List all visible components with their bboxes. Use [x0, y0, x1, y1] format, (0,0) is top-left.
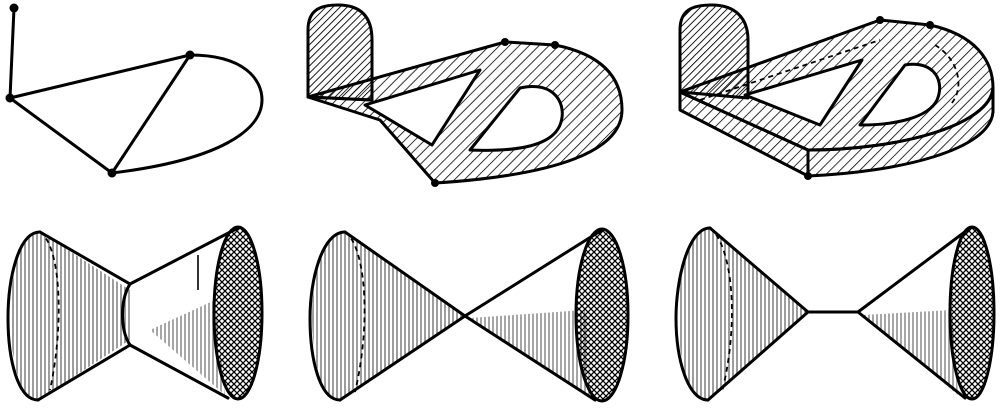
panel-graph	[6, 4, 263, 178]
panel-graph-solid	[680, 5, 993, 180]
panel-graph-thickened	[308, 5, 622, 187]
panel-double-cone-pinched	[310, 229, 628, 401]
panel-double-cone-separated	[676, 227, 994, 400]
panel-double-cone-neck	[8, 227, 262, 400]
